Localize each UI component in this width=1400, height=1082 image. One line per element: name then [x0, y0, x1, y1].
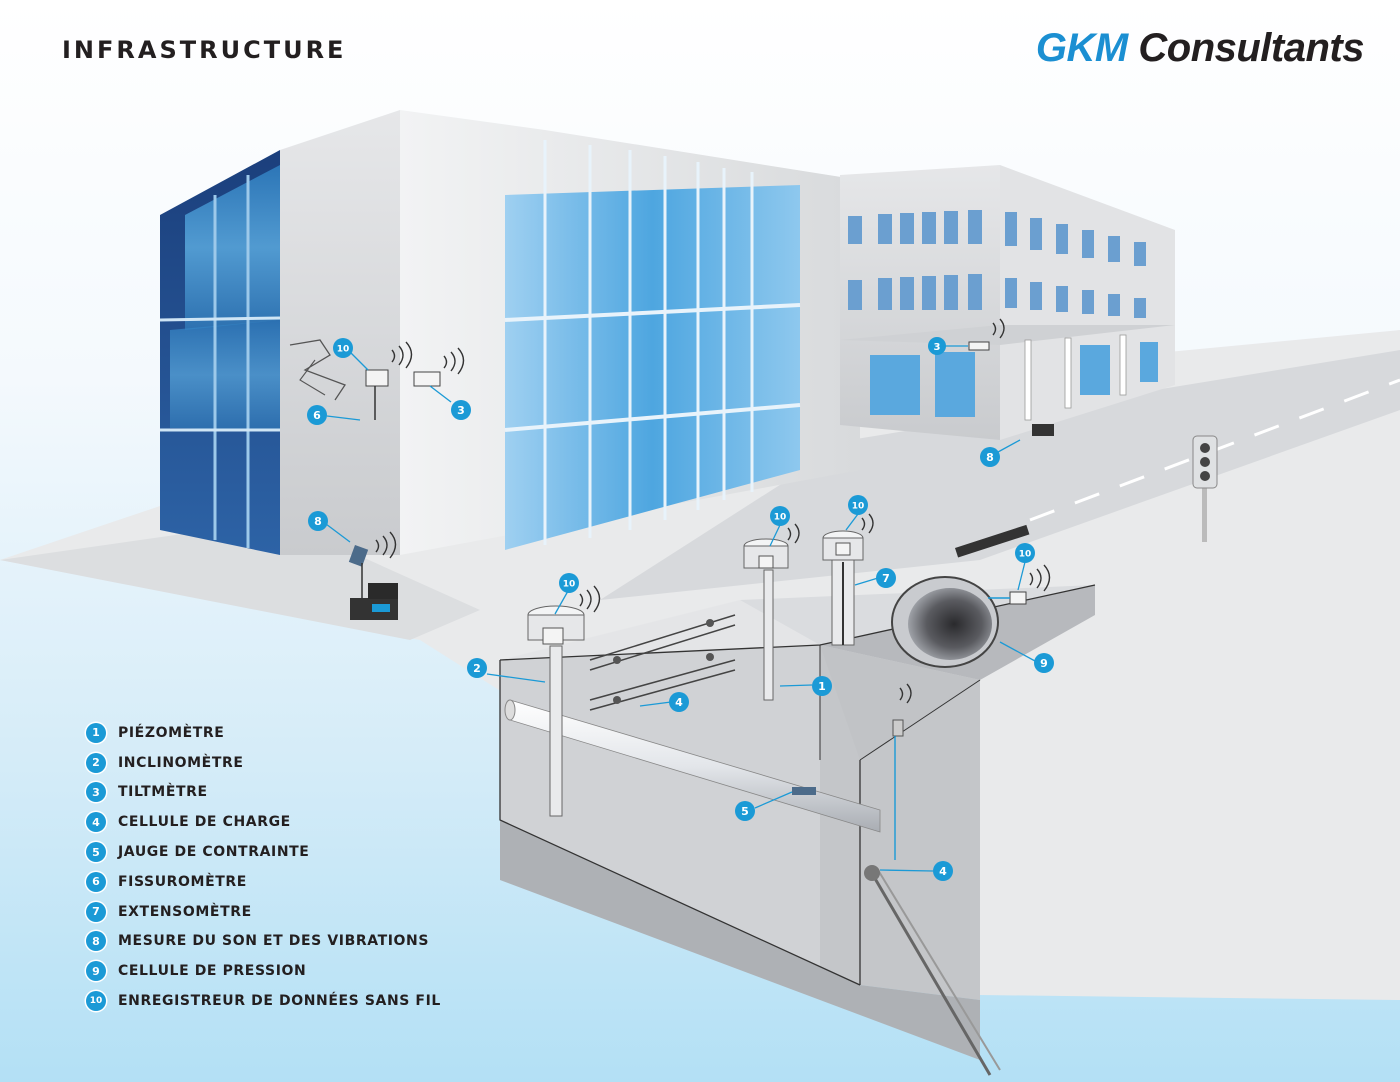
- svg-text:3: 3: [934, 342, 941, 353]
- legend-label: FISSUROMÈTRE: [118, 873, 247, 890]
- legend-item: 4 CELLULE DE CHARGE: [86, 807, 441, 837]
- glass-office-building: [159, 110, 860, 555]
- svg-text:1: 1: [818, 680, 826, 693]
- legend-item: 3 TILTMÈTRE: [86, 778, 441, 808]
- wireless-signal-icon: [375, 318, 1051, 704]
- callout-badge: 2: [467, 658, 487, 678]
- legend-number-badge: 5: [86, 842, 106, 863]
- callout-badge: 1: [812, 676, 832, 696]
- svg-text:4: 4: [675, 696, 683, 709]
- callout-badge: 7: [876, 568, 896, 588]
- callout-badge: 10: [333, 338, 353, 358]
- callout-badge: 5: [735, 801, 755, 821]
- svg-text:8: 8: [314, 515, 322, 528]
- strut-pipe: [504, 699, 881, 833]
- callout-badge: 10: [848, 495, 868, 515]
- callout-badge: 6: [307, 405, 327, 425]
- callout-badge: 4: [669, 692, 689, 712]
- callout-badge: 10: [1015, 543, 1035, 563]
- callout-badges: 10 6 3 3 8 8 10 10 10 10 7 2 4 1 9 5 4: [307, 337, 1054, 881]
- legend-label: CELLULE DE CHARGE: [118, 814, 291, 831]
- traffic-light: [1192, 435, 1218, 542]
- legend-label: ENREGISTREUR DE DONNÉES SANS FIL: [118, 993, 441, 1010]
- legend-number-badge: 2: [86, 752, 106, 773]
- legend-label: PIÉZOMÈTRE: [118, 724, 225, 741]
- svg-text:10: 10: [852, 502, 865, 512]
- legend-number-badge: 6: [86, 871, 106, 892]
- surface-sensors: [348, 341, 1054, 860]
- legend-number-badge: 4: [86, 812, 106, 833]
- legend-item: 6 FISSUROMÈTRE: [86, 867, 441, 897]
- legend-label: CELLULE DE PRESSION: [118, 963, 307, 980]
- svg-text:10: 10: [563, 580, 576, 590]
- callout-badge: 10: [559, 573, 579, 593]
- svg-text:5: 5: [741, 805, 749, 818]
- gkm-consultants-logo: GKM Consultants: [1035, 26, 1365, 71]
- svg-text:3: 3: [457, 404, 465, 417]
- logo-consultants-text: Consultants: [1138, 26, 1364, 70]
- logo-gkm-text: GKM: [1035, 26, 1128, 70]
- legend-number-badge: 7: [86, 901, 106, 922]
- legend-label: INCLINOMÈTRE: [118, 754, 244, 771]
- legend-item: 2 INCLINOMÈTRE: [86, 748, 441, 778]
- svg-text:10: 10: [1019, 550, 1032, 560]
- svg-text:10: 10: [774, 513, 787, 523]
- legend-number-badge: 9: [86, 961, 106, 982]
- legend-item: 7 EXTENSOMÈTRE: [86, 897, 441, 927]
- legend-item: 10 ENREGISTREUR DE DONNÉES SANS FIL: [86, 986, 441, 1016]
- legend-number-badge: 3: [86, 782, 106, 803]
- excavation-pit: [499, 584, 1096, 1060]
- anchor-bars: [589, 614, 1001, 1076]
- legend-label: TILTMÈTRE: [118, 784, 208, 801]
- legend-item: 5 JAUGE DE CONTRAINTE: [86, 837, 441, 867]
- callout-badge: 8: [308, 511, 328, 531]
- svg-text:9: 9: [1040, 657, 1048, 670]
- callout-badge: 4: [933, 861, 953, 881]
- tunnel-opening: [891, 576, 999, 668]
- legend-label: JAUGE DE CONTRAINTE: [118, 844, 310, 861]
- legend-item: 9 CELLULE DE PRESSION: [86, 956, 441, 986]
- callout-badge: 9: [1034, 653, 1054, 673]
- svg-text:10: 10: [337, 345, 350, 355]
- legend-label: EXTENSOMÈTRE: [118, 903, 252, 920]
- svg-text:2: 2: [473, 662, 481, 675]
- callout-badge: 8: [980, 447, 1000, 467]
- legend-label: MESURE DU SON ET DES VIBRATIONS: [118, 933, 430, 950]
- stone-building: [840, 165, 1175, 440]
- svg-text:7: 7: [882, 572, 890, 585]
- svg-text:8: 8: [986, 451, 994, 464]
- legend-item: 1 PIÉZOMÈTRE: [86, 718, 441, 748]
- svg-text:4: 4: [939, 865, 947, 878]
- callout-leader-lines: [325, 345, 1036, 872]
- legend-number-badge: 8: [86, 931, 106, 952]
- page-title: INFRASTRUCTURE: [62, 36, 347, 64]
- callout-badge: 3: [451, 400, 471, 420]
- legend-number-badge: 10: [86, 991, 106, 1012]
- legend-number-badge: 1: [86, 722, 106, 743]
- callout-badge: 3: [928, 337, 946, 355]
- legend-item: 8 MESURE DU SON ET DES VIBRATIONS: [86, 927, 441, 957]
- svg-text:6: 6: [313, 409, 321, 422]
- boreholes: [527, 530, 864, 817]
- callout-badge: 10: [770, 506, 790, 526]
